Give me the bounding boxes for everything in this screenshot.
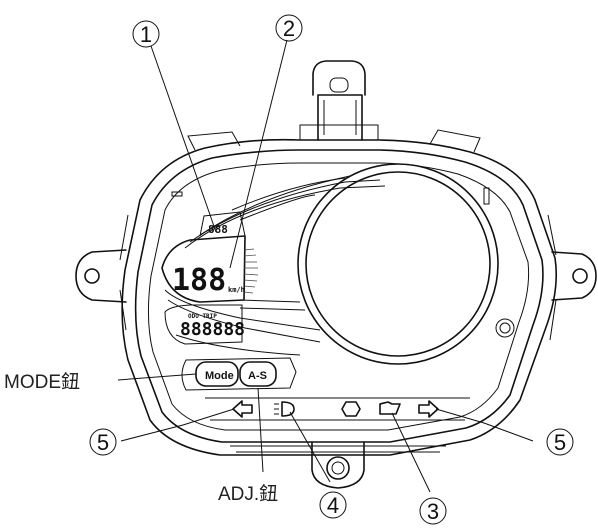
svg-text:3: 3 <box>427 499 439 524</box>
speed-digits: 188 <box>172 263 226 298</box>
tachometer-dial <box>297 163 515 365</box>
top-mount-bracket <box>299 60 379 141</box>
trip-digits: 888888 <box>180 319 245 340</box>
left-mount-ear <box>75 249 127 303</box>
lcd-panel: 888 188 km/h 888888 ODO TRIP <box>161 211 259 345</box>
oil-warning-icon <box>379 401 401 415</box>
left-turn-signal-icon <box>232 400 253 418</box>
right-turn-signal-icon <box>418 400 439 418</box>
mode-button-label-callout: MODE鈕 <box>4 371 80 393</box>
mode-button[interactable]: Mode <box>195 361 239 387</box>
svg-text:1: 1 <box>140 22 152 47</box>
svg-text:5: 5 <box>554 430 566 455</box>
callout-3: 3 <box>419 497 447 525</box>
adj-button-label-callout: ADJ.鈕 <box>218 483 278 505</box>
adj-button[interactable]: A-S <box>239 361 277 387</box>
bar-graph <box>243 248 259 294</box>
leader-lines <box>117 39 534 493</box>
svg-text:5: 5 <box>97 430 109 455</box>
callout-5-left: 5 <box>89 428 117 456</box>
odo-label: ODO TRIP <box>188 313 217 320</box>
right-mount-ear <box>551 251 597 301</box>
bottom-mount-post <box>230 441 446 489</box>
adj-button-label: A-S <box>248 370 267 382</box>
callout-1: 1 <box>132 20 160 48</box>
indicator-strip <box>205 397 470 421</box>
callout-4: 4 <box>319 491 347 519</box>
svg-text:2: 2 <box>283 16 295 41</box>
svg-text:4: 4 <box>327 493 339 518</box>
fuel-small-digits: 888 <box>208 223 228 236</box>
headlight-icon <box>274 401 295 417</box>
neutral-indicator-icon <box>341 401 361 417</box>
unit-label: km/h <box>228 286 245 294</box>
callout-5-right: 5 <box>546 428 574 456</box>
bezel-sweeps <box>164 175 386 356</box>
callout-2: 2 <box>275 14 303 42</box>
mode-button-label: Mode <box>205 370 234 382</box>
